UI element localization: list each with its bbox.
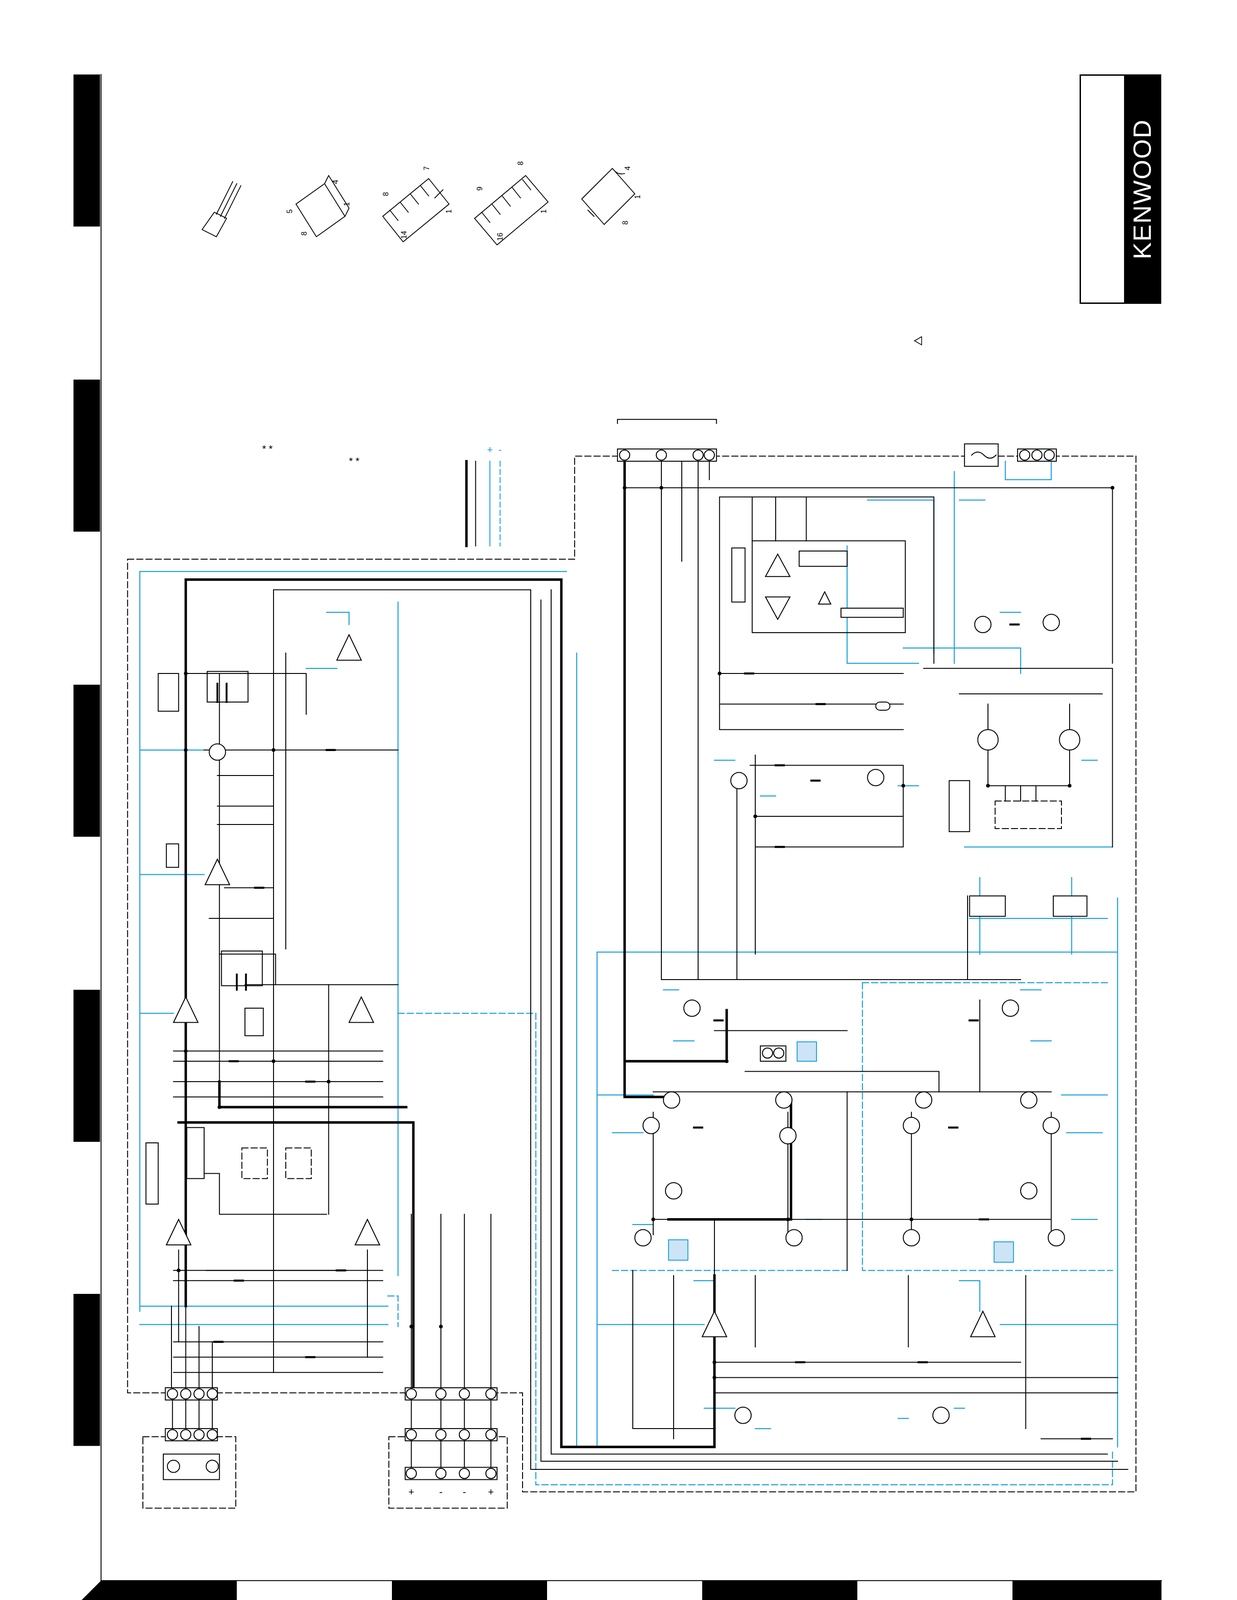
component-boxes (146, 444, 1088, 1481)
dashed-outline (127, 456, 1136, 1509)
logo-text: KENWOOD (1129, 118, 1155, 260)
pin-number: 8 (621, 220, 630, 225)
opamp-symbol (166, 554, 996, 1338)
blue-dashed-wire (387, 982, 1113, 1486)
transistor-symbol (209, 614, 1080, 1424)
pin-number: 16 (496, 232, 504, 241)
mark-text: + (487, 444, 494, 455)
bracket (617, 419, 717, 424)
connector-pin (167, 449, 1055, 1479)
pin-number: 1 (445, 209, 453, 214)
pin-number: 8 (300, 231, 309, 236)
line-samples (466, 461, 500, 547)
mark-text: - (439, 1487, 443, 1498)
junction-dot (176, 485, 1115, 1380)
package-drawings (202, 168, 636, 245)
pin-number: 7 (423, 166, 431, 171)
mark-text: + (488, 1487, 494, 1498)
logo-band: KENWOOD (1124, 75, 1160, 303)
pin-number: 9 (476, 186, 484, 191)
pin-number: 1 (343, 202, 351, 207)
mark-text: + (408, 1487, 415, 1498)
shaded-block (668, 1041, 1014, 1263)
pin-number: 4 (624, 166, 632, 171)
triangle-mark (914, 337, 922, 346)
relay-contact (217, 684, 246, 991)
resistor-symbol (214, 624, 1091, 1448)
pin-number: 4 (332, 179, 340, 184)
fuse-symbol (971, 452, 997, 459)
margin-line (101, 1580, 1162, 1582)
mark-text: - (498, 444, 502, 455)
black-wire (171, 461, 1128, 1470)
pin-number: 1 (540, 209, 548, 214)
edge-bars (73, 74, 1162, 1600)
pin-number: 8 (517, 161, 525, 166)
pin-number: 5 (286, 209, 294, 214)
mark-text: * * (262, 444, 273, 455)
pin-number: 14 (400, 230, 408, 240)
mark-text: * * (348, 456, 360, 467)
pin-number: 1 (634, 195, 642, 200)
black-wire (178, 461, 792, 1448)
logo-box: KENWOOD (1079, 74, 1162, 304)
blue-wire (139, 461, 1118, 1448)
margin-line (100, 74, 102, 1581)
pin-number: 8 (382, 191, 390, 196)
mark-text: - (462, 1487, 466, 1498)
